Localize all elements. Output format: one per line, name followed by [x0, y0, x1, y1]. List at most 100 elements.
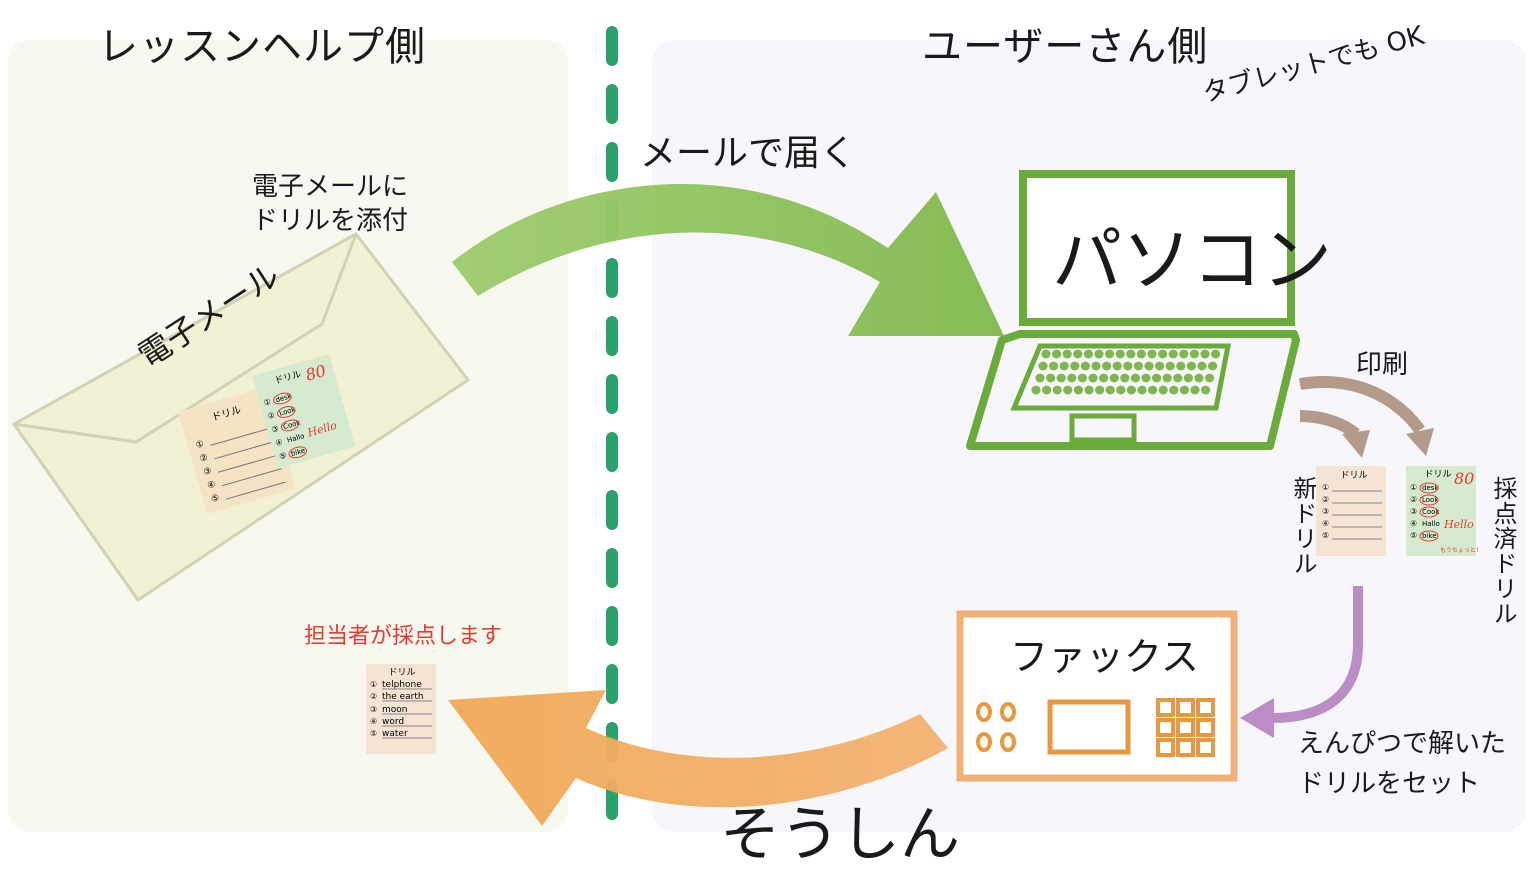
laptop-key — [1073, 349, 1083, 359]
laptop-key — [1080, 361, 1090, 371]
envelope-caption: 電子メールに ドリルを添付 — [252, 170, 408, 238]
gd-n4: ④ — [1410, 519, 1417, 528]
laptop-key — [1194, 373, 1204, 383]
laptop-key — [1083, 349, 1093, 359]
envelope-caption-line1: 電子メールに — [252, 172, 409, 202]
mail-arrow — [452, 184, 1004, 336]
fax-caption: えんぴつで解いた ドリルをセット — [1298, 724, 1506, 804]
eg-n3: ③ — [270, 424, 279, 435]
fax-key — [1196, 718, 1215, 737]
fax-key — [1156, 698, 1175, 717]
laptop-key — [1168, 349, 1178, 359]
laptop-key — [1041, 349, 1051, 359]
ad-n3: ③ — [370, 705, 377, 714]
laptop-key — [1056, 373, 1066, 383]
laptop-key — [1136, 349, 1146, 359]
laptop-key — [1038, 361, 1048, 371]
laptop-key — [1077, 373, 1087, 383]
laptop-key — [1116, 385, 1126, 395]
laptop-key — [1067, 373, 1077, 383]
nd-title: ドリル — [1340, 471, 1367, 481]
set-arrow — [1240, 586, 1363, 738]
fax-machine — [956, 610, 1238, 782]
gd-w3: Cook — [1422, 508, 1440, 516]
laptop-key — [1158, 385, 1168, 395]
gd-corr: Hello — [1443, 518, 1474, 531]
laptop-key — [1070, 361, 1080, 371]
laptop-key — [1105, 349, 1115, 359]
laptop-key — [1049, 361, 1059, 371]
ad-title: ドリル — [388, 668, 415, 678]
fax-key — [1196, 698, 1215, 717]
fax-key — [1176, 698, 1195, 717]
laptop-key — [1091, 361, 1101, 371]
laptop-key — [1186, 361, 1196, 371]
laptop-key — [1133, 361, 1143, 371]
laptop-key — [1046, 373, 1056, 383]
laptop-key — [1102, 361, 1112, 371]
fax-key — [1196, 738, 1215, 757]
right-header: ユーザーさん側 — [922, 24, 1209, 70]
gd-comment: もうちょっと！ — [1440, 547, 1482, 554]
nd-n5: ⑤ — [1322, 531, 1329, 540]
answer-drill-sheet: ドリル ① telphone ② the earth ③ moon ④ word… — [366, 664, 436, 754]
laptop-key — [1105, 385, 1115, 395]
laptop-key — [1137, 385, 1147, 395]
laptop-key — [1109, 373, 1119, 383]
mail-arrow-label: メールで届く — [640, 133, 857, 174]
laptop-key — [1073, 385, 1083, 395]
laptop-key — [1158, 349, 1168, 359]
laptop-key — [1052, 349, 1062, 359]
eg-n5: ⑤ — [278, 451, 287, 462]
laptop-key — [1042, 385, 1052, 395]
env-blank-n2: ② — [199, 453, 210, 465]
laptop-key — [1173, 373, 1183, 383]
fax-key — [1176, 738, 1195, 757]
laptop-key — [1190, 385, 1200, 395]
laptop-key — [1084, 385, 1094, 395]
laptop-key — [1148, 385, 1158, 395]
ad-n2: ② — [370, 692, 377, 701]
gd-n5: ⑤ — [1410, 531, 1417, 540]
laptop-key — [1095, 385, 1105, 395]
laptop-key — [1062, 349, 1072, 359]
laptop-key — [1120, 373, 1130, 383]
env-graded-score: 80 — [303, 361, 328, 385]
laptop-key — [1099, 373, 1109, 383]
env-blank-n3: ③ — [203, 466, 214, 478]
fax-caption-line1: えんぴつで解いた — [1298, 729, 1507, 759]
laptop-key — [1197, 361, 1207, 371]
laptop-key — [1144, 361, 1154, 371]
print-label: 印刷 — [1356, 350, 1409, 380]
fax-keypad — [1156, 698, 1215, 757]
gd-w2: Look — [1422, 496, 1439, 504]
print-arrows — [1299, 375, 1434, 458]
nd-n4: ④ — [1322, 519, 1329, 528]
env-blank-n4: ④ — [206, 480, 217, 492]
laptop-key — [1126, 349, 1136, 359]
gd-w5: bike — [1422, 532, 1437, 540]
laptop-label: パソコン — [1052, 219, 1332, 301]
laptop-key — [1035, 373, 1045, 383]
new-drill-label: 新ドリル — [1289, 476, 1317, 576]
laptop-key — [1179, 349, 1189, 359]
laptop-key — [1169, 385, 1179, 395]
fax-key — [1156, 718, 1175, 737]
gd-score: 80 — [1454, 469, 1474, 488]
laptop-key — [1165, 361, 1175, 371]
laptop-key — [1162, 373, 1172, 383]
ad-n4: ④ — [370, 717, 377, 726]
gd-w4: Hallo — [1422, 520, 1440, 528]
ad-w4: word — [382, 717, 404, 727]
laptop-key — [1183, 373, 1193, 383]
ad-n1: ① — [370, 680, 377, 689]
envelope-graded-drill: ドリル 80 ① desk ② Look ③ Cook ④ Hallo Hell… — [252, 353, 356, 469]
ad-w1: telphone — [382, 680, 422, 690]
send-arrow-label: そうしん — [720, 800, 960, 870]
gd-n3: ③ — [1410, 507, 1417, 516]
laptop-key — [1201, 385, 1211, 395]
laptop-key — [1063, 385, 1073, 395]
laptop-key — [1200, 349, 1210, 359]
grading-note: 担当者が採点します — [304, 624, 503, 649]
ad-w5: water — [382, 729, 408, 739]
